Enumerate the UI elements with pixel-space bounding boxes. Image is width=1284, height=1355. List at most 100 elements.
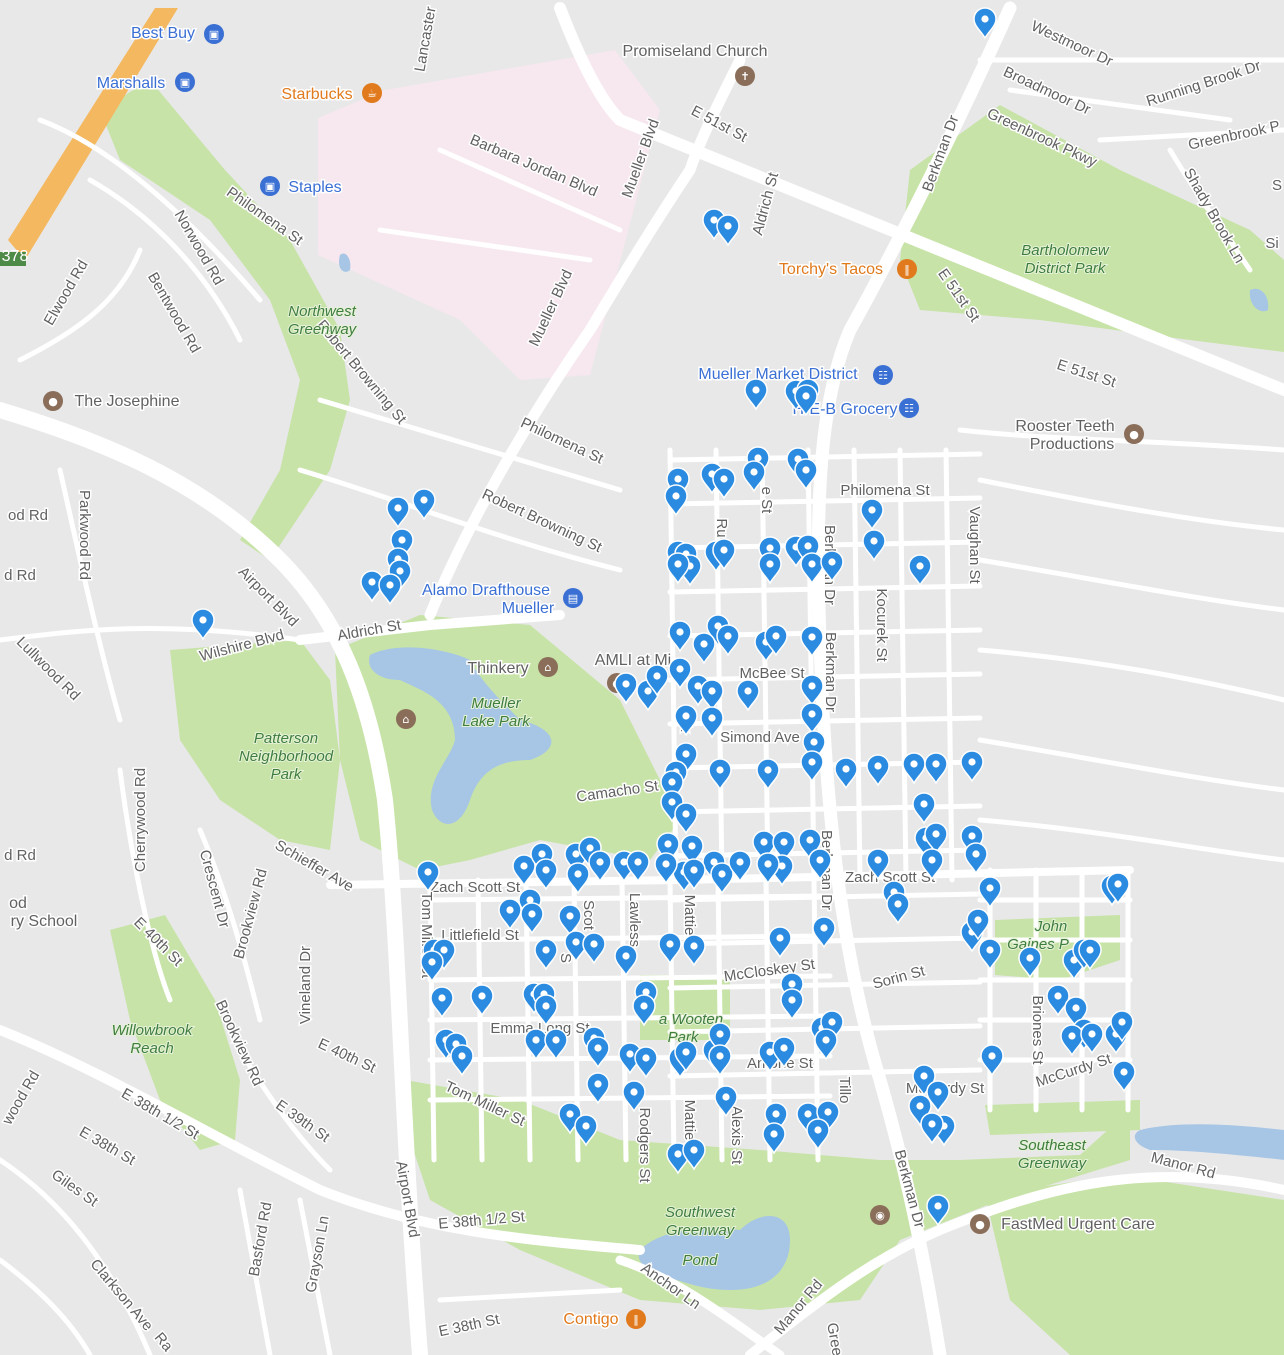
poi-label[interactable]: ry School: [9, 912, 79, 932]
shopping-cart-icon[interactable]: ☷: [899, 398, 919, 418]
map-pin-icon[interactable]: [708, 1044, 732, 1077]
map-pin-icon[interactable]: [742, 460, 766, 493]
camera-icon[interactable]: ◉: [870, 1205, 890, 1225]
map-pin-icon[interactable]: [924, 822, 948, 855]
map-pin-icon[interactable]: [386, 496, 410, 529]
map-pin-icon[interactable]: [756, 758, 780, 791]
map-pin-icon[interactable]: [708, 1022, 732, 1055]
map-pin-icon[interactable]: [660, 770, 684, 803]
map-pin-icon[interactable]: [820, 550, 844, 583]
map-pin-icon[interactable]: [680, 834, 704, 867]
poi-label[interactable]: Alamo Drafthouse: [420, 581, 551, 601]
map-pin-icon[interactable]: [924, 752, 948, 785]
map-pin-icon[interactable]: [412, 488, 436, 521]
map-pin-icon[interactable]: [798, 828, 822, 861]
poi-label[interactable]: Staples: [287, 178, 343, 198]
map-pin-icon[interactable]: [1112, 1060, 1136, 1093]
map-pin-icon[interactable]: [534, 938, 558, 971]
poi-label[interactable]: Mueller: [500, 599, 556, 619]
map-pin-icon[interactable]: [960, 750, 984, 783]
map-pin-icon[interactable]: [800, 625, 824, 658]
map-pin-icon[interactable]: [674, 802, 698, 835]
map-pin-icon[interactable]: [512, 854, 536, 887]
map-pin-icon[interactable]: [632, 994, 656, 1027]
map-pin-icon[interactable]: [808, 848, 832, 881]
poi-label[interactable]: AMLI at Mi: [593, 651, 672, 671]
map-pin-icon[interactable]: [1106, 872, 1130, 905]
map-pin-icon[interactable]: [728, 850, 752, 883]
poi-label[interactable]: H-E-B Grocery: [791, 400, 899, 420]
marker-layer[interactable]: [191, 7, 1136, 1227]
map-pin-icon[interactable]: [860, 498, 884, 531]
map-pin-icon[interactable]: [902, 752, 926, 785]
shopping-bag-icon[interactable]: ▣: [260, 176, 280, 196]
map-pin-icon[interactable]: [674, 704, 698, 737]
map-pin-icon[interactable]: [586, 1072, 610, 1105]
coffee-cup-icon[interactable]: ☕: [362, 83, 382, 103]
map-pin-icon[interactable]: [908, 554, 932, 587]
map-pin-icon[interactable]: [666, 552, 690, 585]
map-pin-icon[interactable]: [1018, 946, 1042, 979]
map-pin-icon[interactable]: [772, 1036, 796, 1069]
map-pin-icon[interactable]: [752, 830, 776, 863]
map-pin-icon[interactable]: [814, 1028, 838, 1061]
map-pin-icon[interactable]: [714, 1085, 738, 1118]
map-pin-icon[interactable]: [586, 1036, 610, 1069]
map-pin-icon[interactable]: [980, 1044, 1004, 1077]
map-pin-icon[interactable]: [762, 1122, 786, 1155]
map-pin-icon[interactable]: [834, 757, 858, 790]
shopping-bag-icon[interactable]: ▣: [204, 24, 224, 44]
map-pin-icon[interactable]: [682, 858, 706, 891]
map-pin-icon[interactable]: [668, 657, 692, 690]
poi-label[interactable]: FastMed Urgent Care: [1000, 1215, 1157, 1235]
map-pin-icon[interactable]: [960, 824, 984, 857]
map-pin-icon[interactable]: [800, 702, 824, 735]
poi-label[interactable]: Promiseland Church: [621, 42, 769, 62]
map-pin-icon[interactable]: [524, 1028, 548, 1061]
poi-label[interactable]: Starbucks: [280, 85, 354, 105]
poi-label[interactable]: Marshalls: [95, 74, 166, 94]
map-pin-icon[interactable]: [614, 672, 638, 705]
fork-knife-icon[interactable]: ‖: [626, 1309, 646, 1329]
map-pin-icon[interactable]: [654, 852, 678, 885]
map-pin-icon[interactable]: [658, 932, 682, 965]
map-pin-icon[interactable]: [692, 632, 716, 665]
map-pin-icon[interactable]: [566, 862, 590, 895]
map-pin-icon[interactable]: [574, 1114, 598, 1147]
map-pin-icon[interactable]: [758, 552, 782, 585]
map-pin-icon[interactable]: [712, 538, 736, 571]
map-pin-icon[interactable]: [908, 1094, 932, 1127]
map-pin-icon[interactable]: [668, 620, 692, 653]
map-pin-icon[interactable]: [973, 7, 997, 40]
map-pin-icon[interactable]: [674, 1040, 698, 1073]
map-pin-icon[interactable]: [744, 378, 768, 411]
poi-label[interactable]: Best Buy: [129, 24, 196, 44]
shopping-cart-icon[interactable]: ☷: [873, 365, 893, 385]
map-pin-icon[interactable]: [800, 674, 824, 707]
map-pin-icon[interactable]: [978, 938, 1002, 971]
map-pin-icon[interactable]: [674, 742, 698, 775]
circle-poi-icon[interactable]: ●: [970, 1214, 990, 1234]
museum-icon[interactable]: ⌂: [396, 709, 416, 729]
poi-label[interactable]: od: [8, 894, 29, 914]
map-pin-icon[interactable]: [420, 950, 444, 983]
map-pin-icon[interactable]: [866, 754, 890, 787]
map-pin-icon[interactable]: [920, 848, 944, 881]
map-pin-icon[interactable]: [708, 758, 732, 791]
map-pin-icon[interactable]: [378, 573, 402, 606]
poi-label[interactable]: Contigo: [562, 1310, 620, 1330]
shopping-bag-icon[interactable]: ▣: [175, 72, 195, 92]
map-pin-icon[interactable]: [780, 988, 804, 1021]
map-pin-icon[interactable]: [912, 792, 936, 825]
map-pin-icon[interactable]: [614, 944, 638, 977]
map-pin-icon[interactable]: [534, 994, 558, 1027]
map-pin-icon[interactable]: [816, 1100, 840, 1133]
map-pin-icon[interactable]: [806, 1118, 830, 1151]
map-pin-icon[interactable]: [812, 916, 836, 949]
map-pin-icon[interactable]: [544, 1028, 568, 1061]
map-pin-icon[interactable]: [802, 730, 826, 763]
map-pin-icon[interactable]: [700, 679, 724, 712]
map-pin-icon[interactable]: [758, 536, 782, 569]
map-pin-icon[interactable]: [1080, 1022, 1104, 1055]
